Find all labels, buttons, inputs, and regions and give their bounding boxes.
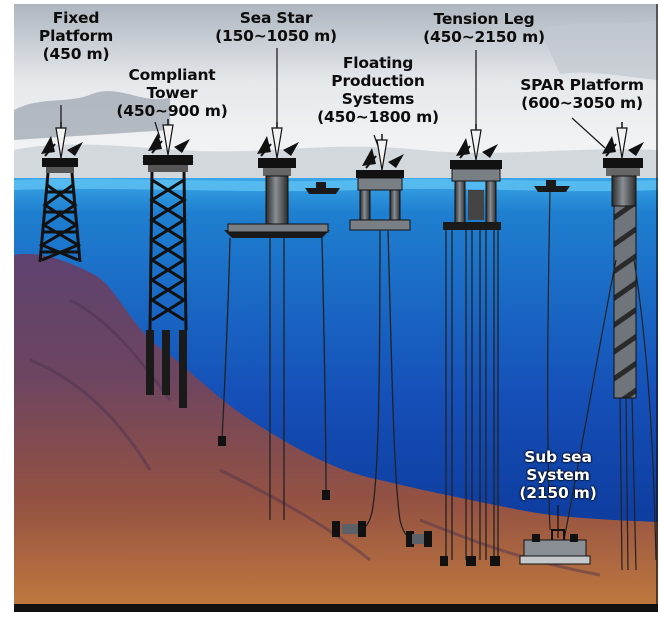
sea-star-structure — [218, 48, 330, 520]
cloud — [14, 91, 170, 140]
fixed-platform-name-1: Fixed — [52, 9, 100, 27]
sub-sea-system-name-2: System — [526, 466, 590, 484]
spar-platform-label: SPAR Platform (600~3050 m) — [520, 76, 644, 112]
compliant-tower-name-1: Compliant — [128, 66, 216, 84]
bottom-bar — [14, 604, 658, 612]
sea-star-name: Sea Star — [239, 9, 313, 27]
compliant-tower-depth: (450~900 m) — [116, 102, 228, 120]
fixed-platform-name-2: Platform — [38, 27, 114, 45]
tension-leg-label: Tension Leg (450~2150 m) — [423, 10, 545, 46]
sea-surface — [14, 178, 658, 192]
tension-leg-structure — [440, 50, 502, 566]
floating-production-name-3: Systems — [341, 90, 415, 108]
cloud — [540, 20, 658, 80]
compliant-tower-name-2: Tower — [146, 84, 198, 102]
sea-star-label: Sea Star (150~1050 m) — [215, 9, 337, 45]
support-vessel — [534, 180, 570, 192]
floating-production-name-1: Floating — [342, 54, 414, 72]
spar-platform-name: SPAR Platform — [520, 76, 644, 94]
tension-leg-name: Tension Leg — [433, 10, 535, 28]
fixed-platform-depth: (450 m) — [42, 45, 110, 63]
support-vessel — [305, 182, 340, 194]
sub-sea-system-label: Sub sea System (2150 m) — [519, 448, 596, 502]
floating-production-name-2: Production — [331, 72, 425, 90]
tension-leg-depth: (450~2150 m) — [423, 28, 545, 46]
seabed-ridge — [29, 298, 601, 577]
floating-production-structure — [332, 133, 432, 547]
spar-platform-structure — [559, 117, 657, 571]
floating-production-label: Floating Production Systems (450~1800 m) — [317, 54, 439, 126]
sub-sea-system-structure — [519, 189, 591, 565]
sub-sea-system-name-1: Sub sea — [524, 448, 592, 466]
seabed — [14, 253, 658, 610]
fixed-platform-label: Fixed Platform (450 m) — [39, 9, 113, 63]
compliant-tower-label: Compliant Tower (450~900 m) — [116, 66, 227, 120]
right-border — [656, 4, 658, 610]
fixed-platform-structure — [38, 105, 84, 263]
compliant-tower-structure — [143, 118, 193, 408]
floating-production-depth: (450~1800 m) — [317, 108, 439, 126]
sub-sea-system-depth: (2150 m) — [519, 484, 597, 502]
sea-star-depth: (150~1050 m) — [215, 27, 337, 45]
spar-platform-depth: (600~3050 m) — [521, 94, 643, 112]
